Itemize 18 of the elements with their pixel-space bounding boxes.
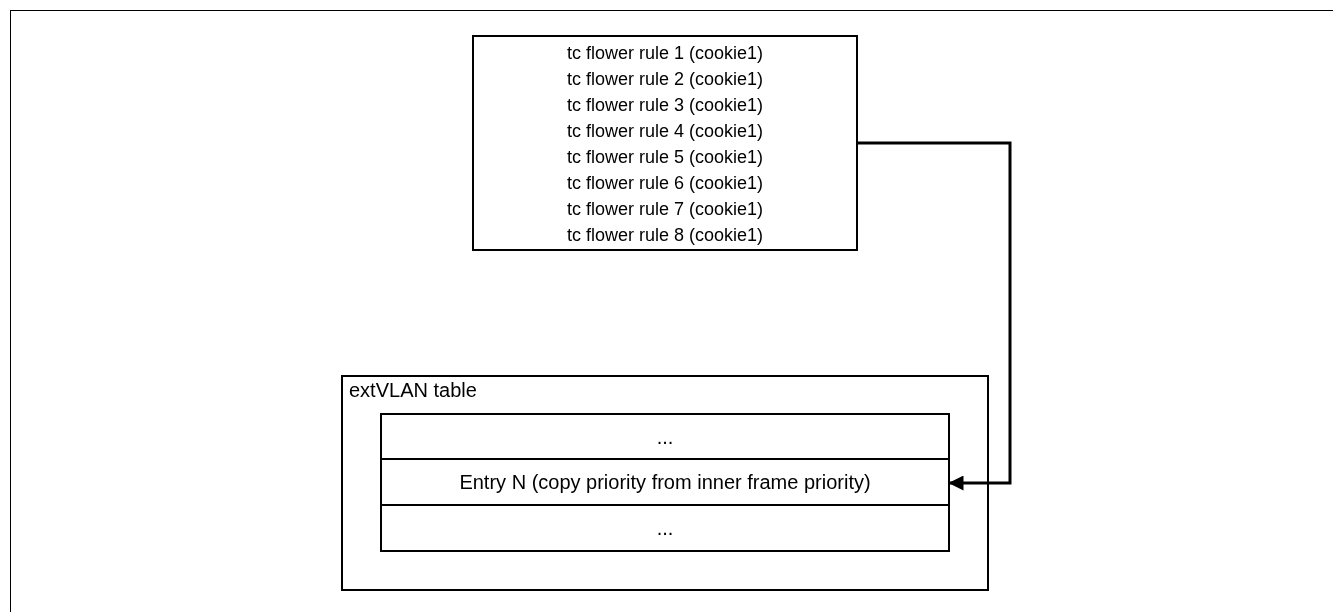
rule-text: tc flower rule 1 (cookie1) xyxy=(565,42,765,65)
table-row xyxy=(380,413,950,460)
rule-text: tc flower rule 7 (cookie1) xyxy=(565,198,765,221)
rule-text: tc flower rule 5 (cookie1) xyxy=(565,146,765,169)
arrow xyxy=(858,141,1012,491)
row-text: ... xyxy=(655,516,675,541)
table-row xyxy=(380,506,950,552)
rule-text: tc flower rule 3 (cookie1) xyxy=(565,94,765,117)
row-text: ... xyxy=(655,425,675,450)
table-row xyxy=(380,460,950,506)
rule-text: tc flower rule 8 (cookie1) xyxy=(565,224,765,247)
rule-text: tc flower rule 6 (cookie1) xyxy=(565,172,765,195)
rule-list-box xyxy=(472,35,858,251)
row-text: Entry N (copy priority from inner frame priority) xyxy=(458,470,872,495)
table-title: extVLAN table xyxy=(349,379,477,402)
table-box xyxy=(341,375,989,591)
rule-text: tc flower rule 2 (cookie1) xyxy=(565,68,765,91)
rule-text: tc flower rule 4 (cookie1) xyxy=(565,120,765,143)
